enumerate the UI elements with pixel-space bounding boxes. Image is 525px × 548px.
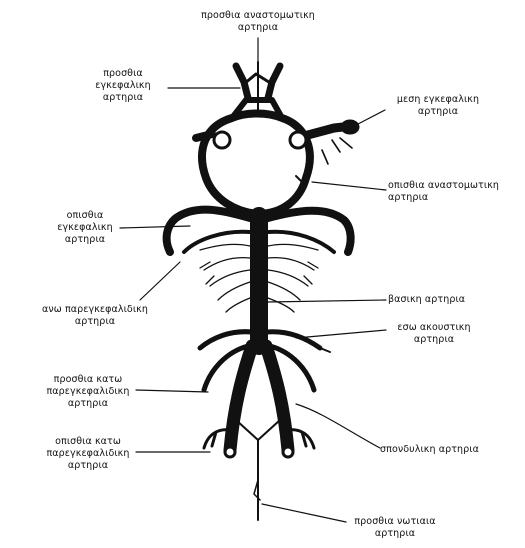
label-posterior-cerebral-artery: οπισθια εγκεφαλικη αρτηρια [50, 210, 120, 246]
label-anterior-spinal-artery: προσθια νωτιαια αρτηρια [340, 516, 450, 540]
vertebral-artery-left [230, 346, 252, 450]
superior-cerebellar-artery-left [184, 232, 250, 252]
label-middle-cerebral-artery: μεση εγκεφαλικη αρτηρια [386, 94, 490, 118]
anterior-spinal-artery [236, 420, 280, 520]
label-internal-auditory-artery: εσω ακουστικη αρτηρια [382, 322, 486, 346]
label-superior-cerebellar-artery: ανω παρεγκεφαλιδικη αρτηρια [30, 304, 160, 328]
circle-of-willis [202, 114, 310, 215]
superior-cerebellar-artery-right [268, 232, 334, 252]
label-anterior-inferior-cerebellar-artery: προσθια κατω παρεγκεφαλιδικη αρτηρια [40, 374, 136, 410]
vertebral-artery-right [266, 346, 288, 450]
label-anterior-communicating-artery: προσθια αναστομωτικη αρτηρια [196, 10, 320, 34]
label-anterior-cerebral-artery: προσθια εγκεφαλικη αρτηρια [80, 68, 166, 104]
label-posterior-communicating-artery: οπισθια αναστομωτικη αρτηρια [388, 180, 512, 204]
label-vertebral-artery: σπονδυλικη αρτηρια [380, 444, 500, 456]
label-basilar-artery: βασικη αρτηρια [388, 294, 498, 306]
label-posterior-inferior-cerebellar-artery: οπισθια κατω παρεγκεφαλιδικη αρτηρια [40, 436, 136, 472]
